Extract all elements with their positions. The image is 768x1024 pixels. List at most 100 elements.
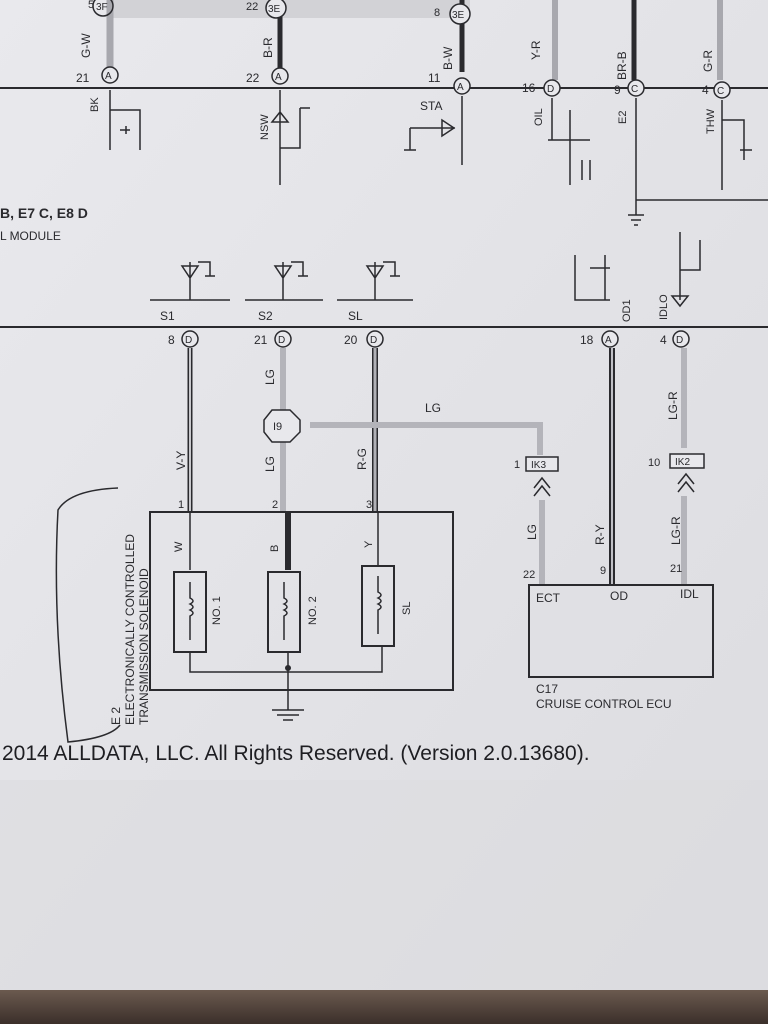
svg-text:8: 8 — [168, 333, 175, 347]
signal: BK — [89, 97, 101, 112]
svg-text:9: 9 — [600, 565, 606, 577]
ref-label: 3E — [268, 4, 281, 15]
svg-text:OD: OD — [610, 589, 628, 603]
svg-text:OD1: OD1 — [621, 299, 633, 322]
wire-color: G-W — [79, 33, 93, 58]
ref-num: 22 — [246, 1, 258, 13]
wire-v-y: V-Y — [174, 348, 193, 512]
wire-color: B-R — [261, 37, 275, 58]
ref-label: 3F — [96, 2, 108, 13]
wire-r-g: R-G — [355, 348, 378, 512]
svg-text:NO. 1: NO. 1 — [211, 596, 223, 625]
svg-text:W: W — [173, 541, 185, 552]
conn-letter: A — [275, 72, 282, 83]
svg-text:I9: I9 — [273, 421, 282, 433]
svg-text:D: D — [185, 335, 192, 346]
conn-letter: A — [105, 71, 112, 82]
table-edge — [0, 990, 768, 1024]
mid-connector-s2: S2 21 D — [254, 309, 292, 348]
wire-r-y: R-Y — [593, 348, 615, 585]
mid-connector-s1: S1 8 D — [160, 309, 199, 348]
splice-i9: I9 LG — [263, 401, 543, 455]
svg-text:R-G: R-G — [355, 448, 369, 470]
conn-letter: C — [631, 84, 638, 95]
svg-text:LG-R: LG-R — [669, 516, 683, 545]
svg-text:4: 4 — [660, 333, 667, 347]
svg-text:C17: C17 — [536, 682, 558, 696]
svg-text:S1: S1 — [160, 309, 175, 323]
conn-letter: C — [717, 86, 724, 97]
svg-text:TRANSMISSION SOLENOID: TRANSMISSION SOLENOID — [137, 568, 151, 725]
svg-text:LG: LG — [525, 524, 539, 540]
top-connector-4: Y-R 16 D OIL — [522, 0, 591, 185]
signal: NSW — [259, 114, 271, 140]
pin-number: 21 — [76, 71, 90, 85]
svg-text:10: 10 — [648, 457, 660, 469]
signal: OIL — [533, 108, 545, 126]
transmission-solenoid: 1 2 3 W B Y NO. 1 NO. 2 SL E 2 ELECTRONI… — [55, 487, 454, 743]
ref-num: 5 — [88, 0, 94, 11]
svg-text:SL: SL — [348, 309, 363, 323]
svg-text:A: A — [605, 335, 612, 346]
svg-text:21: 21 — [670, 563, 682, 575]
lg-route-label: LG — [425, 401, 441, 415]
top-connector-6: G-R 4 C THW — [701, 0, 752, 190]
ref-num: 8 — [434, 7, 440, 19]
module-label-line2: L MODULE — [0, 229, 61, 243]
svg-text:3: 3 — [366, 499, 372, 511]
top-connector-2: 3E 22 B-R 22 A NSW — [246, 0, 310, 185]
conn-letter: D — [547, 84, 554, 95]
top-connector-5: BR-B 9 C E2 — [614, 0, 768, 226]
svg-text:2: 2 — [272, 499, 278, 511]
top-connector-1: 3F 5 G-W 21 A BK — [76, 0, 141, 150]
signal: E2 — [617, 111, 629, 124]
connector-ik3: 1 IK3 LG — [514, 456, 559, 585]
pin-number: 22 — [246, 71, 260, 85]
svg-text:D: D — [370, 335, 377, 346]
svg-text:B: B — [269, 545, 281, 552]
svg-text:E 2: E 2 — [109, 707, 123, 725]
wire-color: Y-R — [529, 40, 543, 60]
svg-text:1: 1 — [514, 459, 520, 471]
svg-text:Y: Y — [363, 540, 375, 548]
pin-number: 16 — [522, 81, 536, 95]
svg-text:CRUISE CONTROL ECU: CRUISE CONTROL ECU — [536, 697, 672, 711]
svg-text:IK3: IK3 — [531, 460, 546, 471]
ref-label: 3E — [452, 10, 465, 21]
svg-text:ELECTRONICALLY CONTROLLED: ELECTRONICALLY CONTROLLED — [123, 534, 137, 725]
svg-text:D: D — [278, 335, 285, 346]
svg-text:IK2: IK2 — [675, 457, 690, 468]
wire-color: G-R — [701, 50, 715, 72]
copyright-text: 2014 ALLDATA, LLC. All Rights Reserved. … — [2, 742, 590, 765]
svg-text:V-Y: V-Y — [174, 451, 188, 470]
top-edge-strip — [110, 0, 470, 18]
svg-text:ECT: ECT — [536, 591, 561, 605]
svg-text:D: D — [676, 335, 683, 346]
conn-letter: A — [457, 82, 464, 93]
svg-text:21: 21 — [254, 333, 268, 347]
pin-number: 11 — [428, 71, 441, 85]
connector-ik2: 10 IK2 LG-R LG-R — [648, 348, 705, 585]
svg-text:SL: SL — [401, 602, 413, 615]
svg-text:18: 18 — [580, 333, 594, 347]
wire-color: BR-B — [615, 51, 629, 80]
pin-number: 4 — [702, 83, 709, 97]
mid-connector-sl: SL 20 D — [344, 309, 384, 348]
svg-text:NO. 2: NO. 2 — [307, 596, 319, 625]
cruise-control-ecu: 22 9 21 ECT OD IDL C17 CRUISE CONTROL EC… — [523, 563, 714, 711]
driver-symbols — [150, 232, 701, 308]
svg-text:20: 20 — [344, 333, 358, 347]
svg-text:R-Y: R-Y — [593, 524, 607, 545]
svg-text:LG: LG — [263, 456, 277, 472]
svg-text:LG: LG — [263, 369, 277, 385]
svg-text:1: 1 — [178, 499, 184, 511]
mid-connector-idlo: IDLO 4 D — [658, 294, 690, 348]
svg-text:S2: S2 — [258, 309, 273, 323]
top-connector-3: 3E 8 B-W 11 A STA — [404, 0, 471, 165]
pin-number: 9 — [614, 83, 621, 97]
wire-color: B-W — [441, 46, 455, 70]
module-label-line1: B, E7 C, E8 D — [0, 205, 88, 221]
svg-text:22: 22 — [523, 569, 535, 581]
signal: STA — [420, 99, 442, 113]
